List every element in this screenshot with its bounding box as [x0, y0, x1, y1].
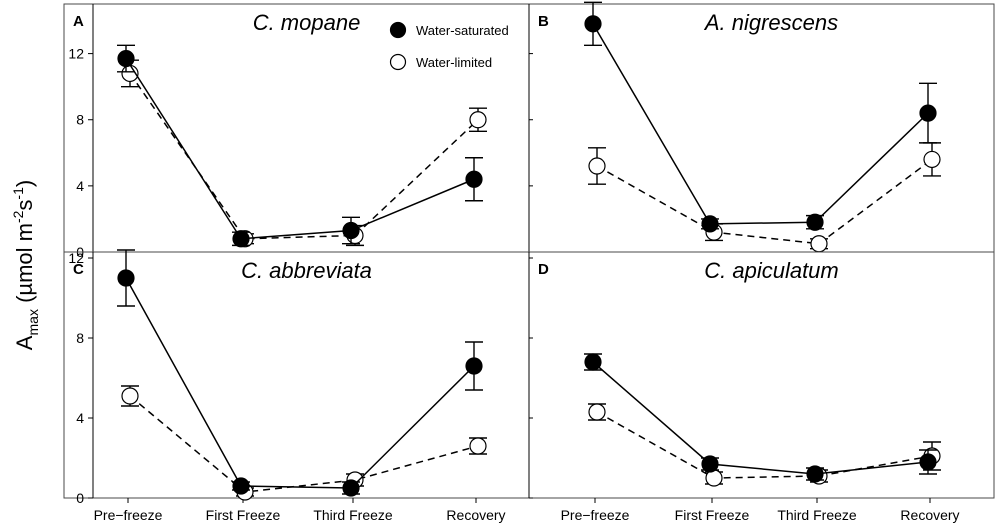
x-tick-label: Recovery — [900, 507, 959, 523]
x-tick-label: Third Freeze — [777, 507, 857, 523]
data-point — [469, 111, 487, 129]
series-water-limited — [121, 59, 487, 248]
data-point — [465, 357, 483, 375]
data-point — [117, 49, 135, 68]
data-point — [701, 215, 719, 233]
panel-d: Pre−freeze First Freeze Third Freeze Recove… — [528, 251, 995, 523]
series-water-limited — [588, 142, 941, 253]
series-water-saturated — [117, 249, 483, 497]
series-line — [125, 58, 475, 240]
series-line — [129, 395, 479, 493]
series-water-saturated — [117, 44, 483, 248]
y-tick-label: 8 — [76, 112, 84, 128]
data-point — [469, 437, 487, 455]
y-tick-label: 8 — [76, 330, 84, 346]
y-tick-label: 0 — [76, 490, 84, 506]
legend-label-saturated: Water-saturated — [416, 23, 509, 38]
data-point — [465, 170, 483, 188]
data-point — [806, 465, 824, 483]
series-water-limited — [588, 403, 941, 487]
data-point — [121, 387, 139, 405]
series-line — [596, 158, 933, 245]
y-tick-label: 12 — [68, 46, 84, 62]
y-tick-label: 12 — [68, 250, 84, 266]
panel-letter: D — [538, 261, 549, 278]
data-point — [919, 104, 937, 122]
series-line — [596, 411, 933, 479]
legend-marker-saturated — [389, 21, 407, 39]
series-water-saturated — [584, 353, 937, 483]
data-point — [584, 353, 602, 371]
legend: Water-saturated Water-limited — [389, 21, 509, 71]
y-axis-label-exp2: -1 — [10, 187, 26, 200]
x-tick-label: Third Freeze — [313, 507, 393, 523]
panel-title: C. apiculatum — [704, 258, 839, 283]
panel-title: C. mopane — [253, 10, 361, 35]
y-axis-label: Amax (µmol m-2s-1) — [10, 180, 41, 350]
x-tick-label: First Freeze — [675, 507, 750, 523]
panel-title: C. abbreviata — [241, 258, 372, 283]
data-point — [923, 150, 941, 169]
legend-marker-limited — [389, 53, 407, 71]
series-water-limited — [121, 385, 487, 501]
data-point — [584, 15, 602, 33]
panel-b: B A. nigrescens — [528, 1, 995, 253]
series-water-saturated — [584, 1, 937, 233]
y-axis-label-exp1: -2 — [10, 210, 26, 223]
panel-frame — [63, 251, 530, 499]
data-point — [588, 157, 606, 175]
x-tick-label: Pre−freeze — [94, 507, 163, 523]
data-point — [919, 453, 937, 471]
data-point — [701, 455, 719, 473]
series-line — [592, 23, 929, 225]
panel-frame — [63, 3, 530, 253]
panel-letter: B — [538, 13, 549, 30]
series-line — [129, 73, 479, 240]
data-point — [342, 479, 360, 497]
y-axis-label-subscript: max — [25, 309, 41, 335]
data-point — [232, 477, 250, 495]
data-point — [232, 230, 250, 248]
data-point — [806, 213, 824, 231]
panel-letter: C — [73, 261, 84, 278]
panel-letter: A — [73, 13, 84, 30]
x-tick-label: First Freeze — [206, 507, 281, 523]
y-tick-label: 4 — [76, 178, 84, 194]
data-point — [117, 269, 135, 287]
series-line — [592, 361, 929, 475]
data-point — [588, 403, 606, 421]
x-tick-label: Pre−freeze — [561, 507, 630, 523]
legend-label-limited: Water-limited — [416, 55, 492, 70]
y-tick-label: 4 — [76, 410, 84, 426]
x-tick-label: Recovery — [446, 507, 505, 523]
data-point — [342, 221, 360, 240]
panel-frame — [528, 3, 995, 253]
data-point — [810, 235, 828, 253]
series-line — [125, 277, 475, 489]
panel-title: A. nigrescens — [703, 10, 838, 35]
